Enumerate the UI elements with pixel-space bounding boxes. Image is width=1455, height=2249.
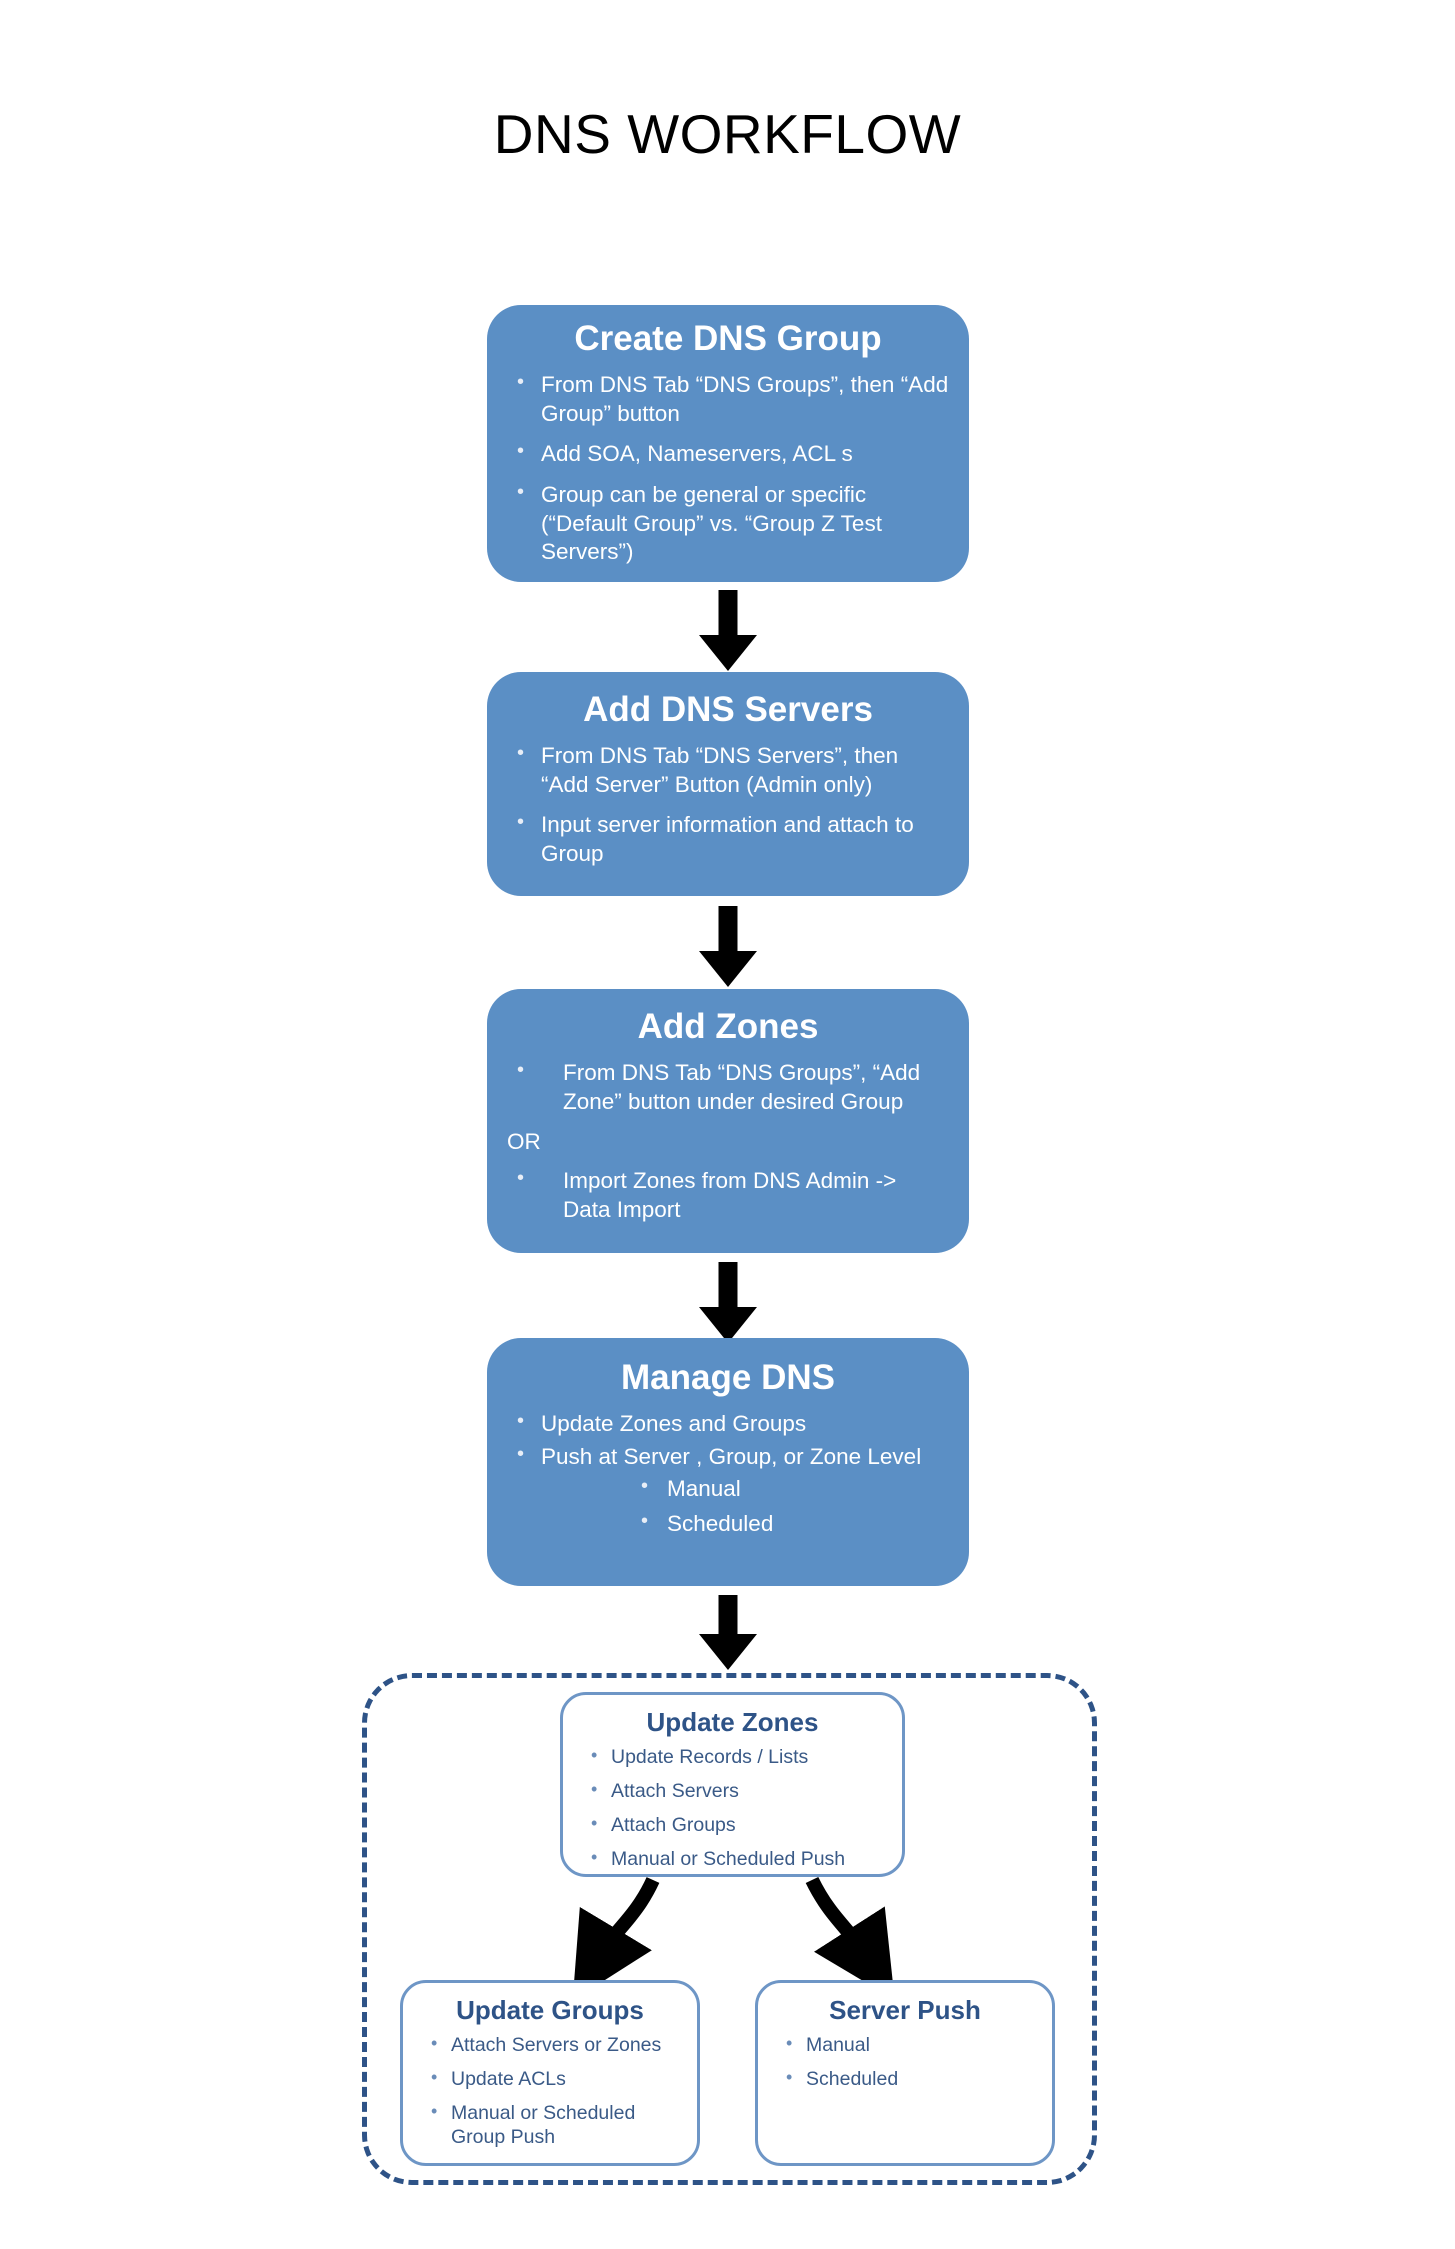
dashed-group-container (362, 1673, 1097, 2185)
list-item: Manual or Scheduled Group Push (417, 2101, 683, 2150)
page-title: DNS WORKFLOW (493, 103, 962, 165)
list-item-or: OR (507, 1129, 541, 1155)
outline-box-update-zones[interactable]: Update Zones Update Records / Lists Atta… (560, 1692, 905, 1877)
box-title-add-dns-servers: Add DNS Servers (583, 690, 873, 729)
arrow-head-icon (699, 951, 757, 987)
bullet-list-add-dns-servers: From DNS Tab “DNS Servers”, then “Add Se… (507, 741, 949, 868)
arrow-add-servers-to-add-zones (695, 906, 761, 987)
list-item: From DNS Tab “DNS Groups”, “Add Zone” bu… (507, 1058, 949, 1116)
box-title-create-dns-group: Create DNS Group (574, 319, 882, 358)
arrow-head-icon (699, 635, 757, 671)
bullet-list-update-groups: Attach Servers or Zones Update ACLs Manu… (417, 2033, 683, 2150)
list-item-sub: Manual (507, 1474, 949, 1504)
list-item: Scheduled (772, 2067, 1038, 2092)
list-item: Group can be general or specific (“Defau… (507, 480, 949, 567)
process-box-add-zones[interactable]: Add Zones From DNS Tab “DNS Groups”, “Ad… (487, 989, 969, 1253)
box-title-update-zones: Update Zones (646, 1707, 819, 1737)
arrow-add-zones-to-manage-dns (695, 1262, 761, 1343)
box-title-server-push: Server Push (829, 1995, 981, 2025)
outline-box-update-groups[interactable]: Update Groups Attach Servers or Zones Up… (400, 1980, 700, 2166)
list-item: From DNS Tab “DNS Servers”, then “Add Se… (507, 741, 949, 799)
bullet-list-create-dns-group: From DNS Tab “DNS Groups”, then “Add Gro… (507, 370, 949, 567)
arrow-stem (718, 906, 738, 954)
list-item: Attach Groups (577, 1813, 888, 1838)
arrow-stem (718, 1595, 738, 1638)
outline-box-server-push[interactable]: Server Push Manual Scheduled (755, 1980, 1055, 2166)
list-item: Import Zones from DNS Admin -> Data Impo… (507, 1166, 949, 1224)
process-box-add-dns-servers[interactable]: Add DNS Servers From DNS Tab “DNS Server… (487, 672, 969, 896)
box-title-add-zones: Add Zones (637, 1007, 819, 1046)
list-item: Manual or Scheduled Push (577, 1847, 888, 1872)
bullet-list-add-zones: From DNS Tab “DNS Groups”, “Add Zone” bu… (507, 1058, 949, 1224)
list-item: Update Zones and Groups (507, 1409, 949, 1439)
box-title-manage-dns: Manage DNS (621, 1358, 835, 1397)
arrow-manage-dns-to-update-zones (695, 1595, 761, 1670)
arrow-head-icon (699, 1307, 757, 1343)
list-item: Push at Server , Group, or Zone Level (507, 1442, 949, 1472)
bullet-list-manage-dns: Update Zones and Groups Push at Server ,… (507, 1409, 949, 1539)
bullet-list-server-push: Manual Scheduled (772, 2033, 1038, 2092)
list-item: Input server information and attach to G… (507, 810, 949, 868)
list-item-sub: Scheduled (507, 1509, 949, 1539)
arrow-stem (718, 590, 738, 638)
bullet-list-update-zones: Update Records / Lists Attach Servers At… (577, 1745, 888, 1872)
list-item: Update ACLs (417, 2067, 683, 2092)
list-item: From DNS Tab “DNS Groups”, then “Add Gro… (507, 370, 949, 428)
list-item: Update Records / Lists (577, 1745, 888, 1770)
list-item: Add SOA, Nameservers, ACL s (507, 439, 949, 469)
arrow-create-group-to-add-servers (695, 590, 761, 671)
list-item: Attach Servers or Zones (417, 2033, 683, 2058)
list-item: Attach Servers (577, 1779, 888, 1804)
arrow-head-icon (699, 1634, 757, 1670)
process-box-create-dns-group[interactable]: Create DNS Group From DNS Tab “DNS Group… (487, 305, 969, 582)
list-item: Manual (772, 2033, 1038, 2058)
box-title-update-groups: Update Groups (456, 1995, 644, 2025)
process-box-manage-dns[interactable]: Manage DNS Update Zones and Groups Push … (487, 1338, 969, 1586)
arrow-stem (718, 1262, 738, 1310)
